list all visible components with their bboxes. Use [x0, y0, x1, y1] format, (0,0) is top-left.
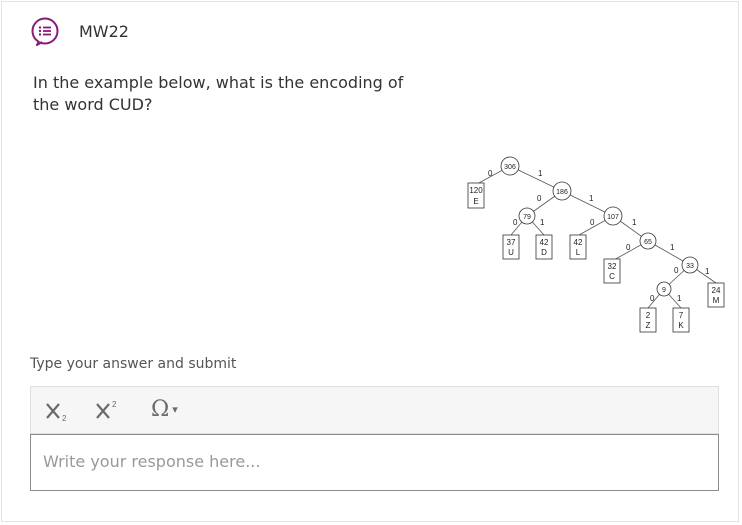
answer-label: Type your answer and submit	[30, 356, 237, 372]
leaf-letter: U	[508, 248, 514, 257]
svg-text:2: 2	[112, 400, 117, 409]
leaf-box	[467, 182, 485, 209]
question-id: MW22	[79, 22, 129, 41]
leaf-count: 2	[646, 311, 651, 320]
leaf-box	[639, 307, 657, 333]
leaf-letter: E	[473, 197, 478, 206]
leaf-box	[707, 282, 725, 308]
tree-node-label: 107	[607, 214, 619, 221]
leaf-box	[502, 234, 520, 260]
tree-node	[518, 207, 536, 225]
svg-text:2: 2	[62, 414, 67, 423]
leaf-letter: D	[541, 248, 547, 257]
edge-label: 0	[626, 243, 631, 252]
tree-node-label: 186	[556, 189, 568, 196]
subscript-icon: 2	[46, 403, 67, 423]
leaf-labels: 120 E 37 U 42 D 42 L 32 C 24 M 2 Z 7 K	[469, 186, 721, 330]
superscript-button[interactable]: 2	[93, 397, 123, 423]
tree-node-label: 65	[644, 239, 652, 246]
edge-label: 0	[537, 194, 542, 203]
edge-label: 0	[513, 218, 518, 227]
edge-label: 1	[589, 194, 594, 203]
edge-label: 1	[677, 294, 682, 303]
huffman-tree-diagram: 0 1 0 1 0 1 0 1 0 1 0 1 0 1 306 186	[467, 156, 725, 333]
leaf-count: 37	[507, 238, 516, 247]
omega-icon: Ω	[151, 397, 170, 422]
internal-nodes	[500, 156, 699, 297]
chevron-down-icon: ▾	[172, 404, 178, 416]
edge-label: 0	[674, 266, 679, 275]
tree-node-label: 33	[686, 263, 694, 270]
leaf-count: 42	[540, 238, 549, 247]
leaf-box	[569, 234, 587, 260]
subscript-button[interactable]: 2	[43, 397, 73, 423]
list-question-icon	[31, 17, 59, 46]
response-box	[30, 434, 719, 491]
edge-label: 1	[538, 169, 543, 178]
leaf-box	[535, 234, 553, 260]
leaf-boxes	[467, 182, 725, 333]
leaf-count: 120	[469, 186, 483, 195]
edge-label: 1	[705, 267, 710, 276]
leaf-letter: K	[678, 321, 684, 330]
leaf-count: 7	[679, 311, 684, 320]
tree-node	[500, 156, 520, 176]
leaf-count: 42	[574, 238, 583, 247]
tree-node	[639, 232, 657, 250]
tree-node-label: 79	[523, 214, 531, 221]
special-characters-dropdown[interactable]: Ω ▾	[151, 397, 191, 423]
leaf-count: 24	[712, 286, 721, 295]
leaf-count: 32	[608, 262, 617, 271]
leaf-letter: L	[576, 248, 581, 257]
question-text: In the example below, what is the encodi…	[33, 73, 404, 114]
leaf-box	[672, 307, 690, 333]
leaf-letter: M	[713, 296, 720, 305]
internal-node-labels: 306 186 79 107 65 33 9	[504, 164, 694, 294]
edge-labels: 0 1 0 1 0 1 0 1 0 1 0 1 0 1	[488, 169, 710, 303]
edge-label: 0	[488, 169, 493, 178]
superscript-icon: 2	[96, 400, 117, 419]
formatting-toolbar: 2 2 Ω ▾	[30, 386, 719, 434]
response-input[interactable]	[31, 435, 718, 490]
leaf-letter: Z	[646, 321, 651, 330]
tree-node	[656, 281, 672, 297]
edge-label: 0	[650, 294, 655, 303]
tree-node-label: 306	[504, 164, 516, 171]
tree-node	[552, 181, 572, 201]
tree-node	[681, 256, 699, 274]
tree-node	[603, 206, 623, 226]
edge-label: 1	[540, 218, 545, 227]
edge-label: 1	[670, 243, 675, 252]
tree-node-label: 9	[662, 287, 666, 294]
leaf-letter: C	[609, 272, 615, 281]
edge-label: 1	[632, 218, 637, 227]
edge-label: 0	[590, 218, 595, 227]
leaf-box	[603, 258, 621, 284]
